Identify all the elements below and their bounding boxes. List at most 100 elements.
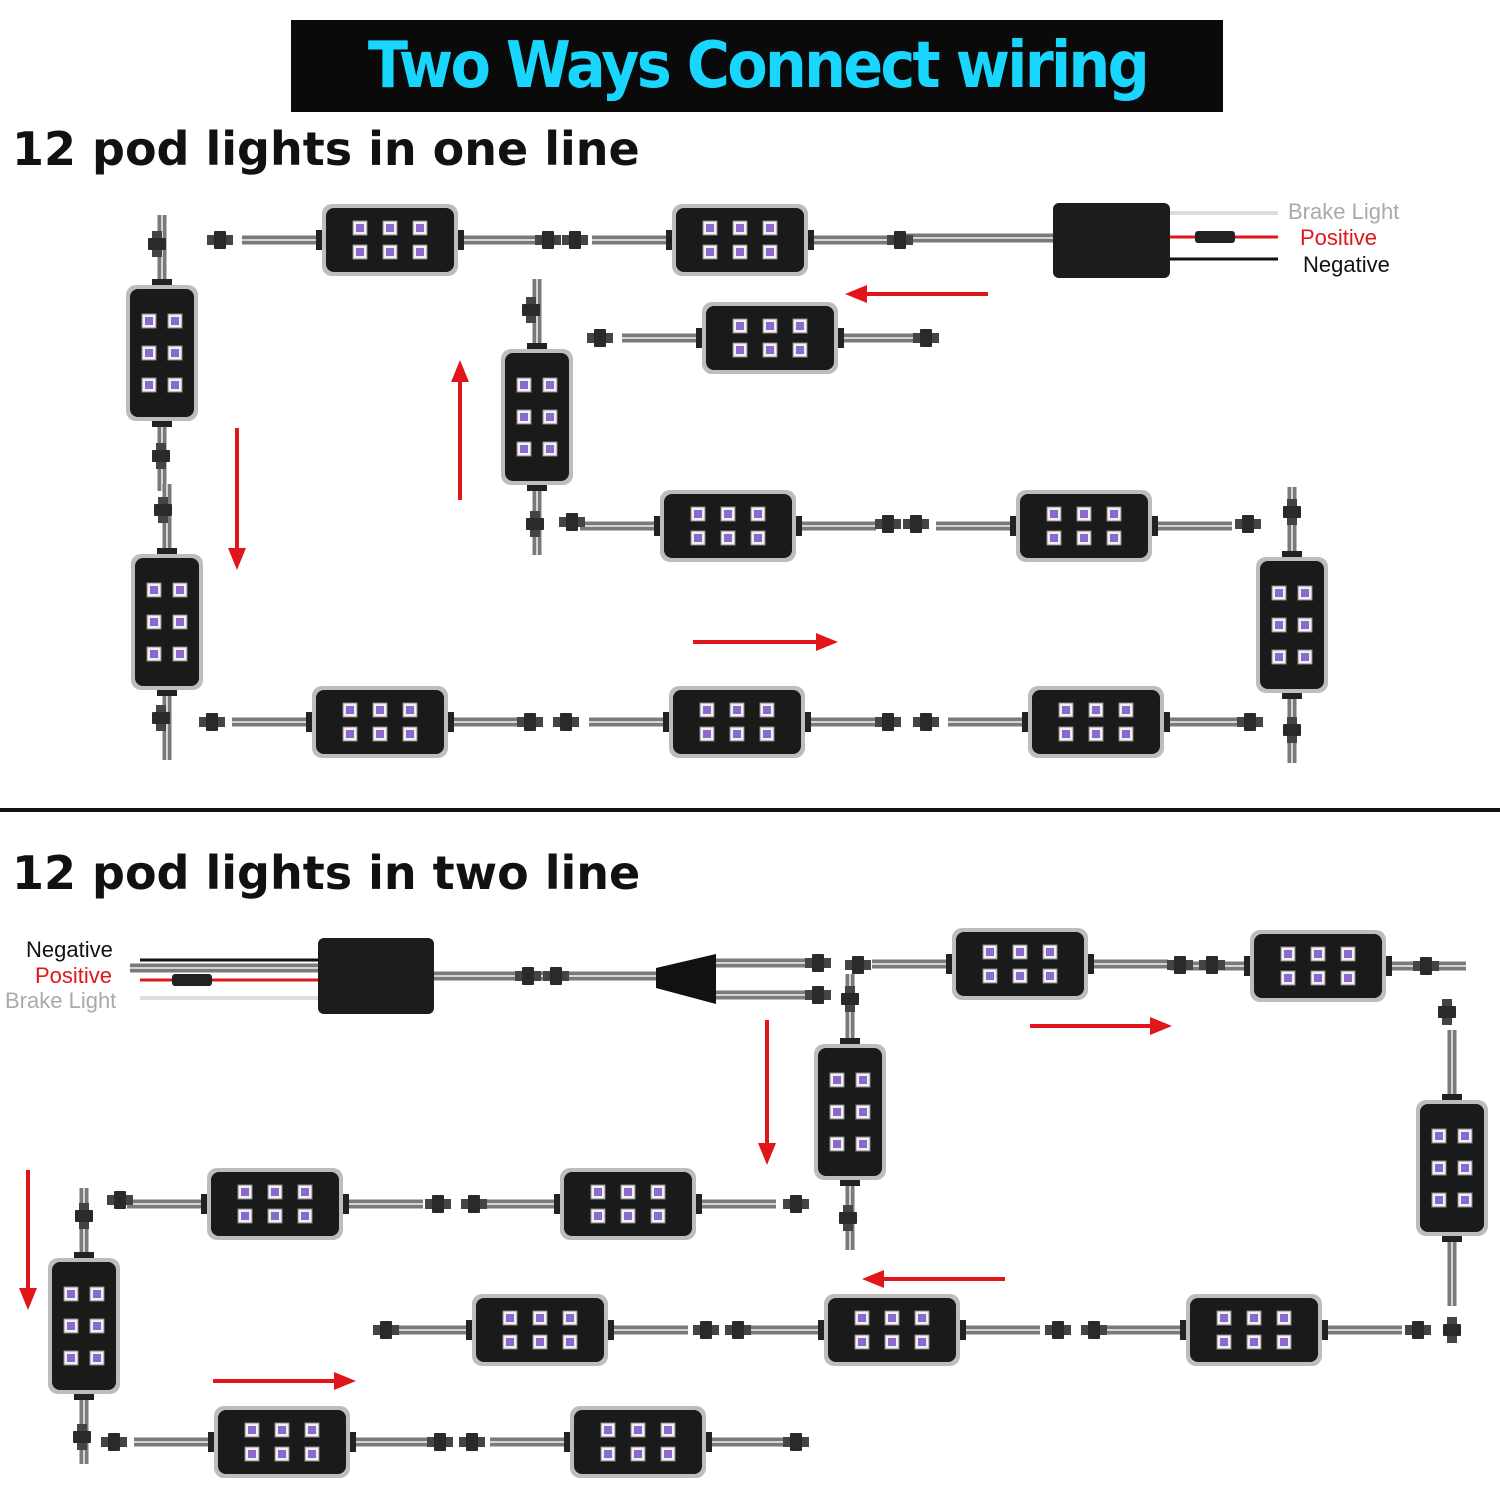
led-die <box>1122 706 1130 714</box>
led-die <box>664 1426 672 1434</box>
pod-body <box>706 306 834 370</box>
arrow-head <box>334 1372 356 1390</box>
connector-tab <box>1442 1018 1452 1025</box>
connector-tab <box>843 1224 853 1231</box>
flow-arrow-icon <box>1030 1017 1172 1035</box>
connector-tab <box>207 235 214 245</box>
arrow-head <box>845 285 867 303</box>
connector-tab <box>461 1199 468 1209</box>
connector-tab <box>156 705 166 712</box>
led-die <box>248 1450 256 1458</box>
connector-body <box>148 238 166 250</box>
led-die <box>736 224 744 232</box>
led-die <box>506 1314 514 1322</box>
connector-tab <box>218 717 225 727</box>
plug-connector-icon <box>373 1321 399 1339</box>
led-die <box>1280 1338 1288 1346</box>
connector-tab <box>425 1199 432 1209</box>
led-die <box>1435 1196 1443 1204</box>
pod-body <box>956 932 1084 996</box>
connector-tab <box>158 516 168 523</box>
led-die <box>171 381 179 389</box>
connector-tab <box>107 1195 114 1205</box>
plug-connector-icon <box>517 713 543 731</box>
pod-body <box>574 1410 702 1474</box>
led-die <box>176 650 184 658</box>
connector-body <box>108 1433 120 1451</box>
connector-body <box>812 986 824 1004</box>
connector-tab <box>572 717 579 727</box>
led-die <box>736 346 744 354</box>
led-die <box>918 1338 926 1346</box>
rgb-pod-light-icon <box>201 1168 349 1240</box>
connector-tab <box>79 1222 89 1229</box>
connector-tab <box>805 990 812 1000</box>
connector-tab <box>1100 1325 1107 1335</box>
led-die <box>1461 1164 1469 1172</box>
led-die <box>1122 730 1130 738</box>
flow-arrow-icon <box>845 285 988 303</box>
rgb-pod-light-icon <box>1022 686 1170 758</box>
connector-tab <box>1218 960 1225 970</box>
connector-tab <box>1413 961 1420 971</box>
led-die <box>506 1338 514 1346</box>
connector-tab <box>805 958 812 968</box>
label-negative-1: Negative <box>1303 252 1390 277</box>
controller-box-icon <box>1053 203 1170 278</box>
plug-connector-icon <box>207 231 233 249</box>
led-die <box>1062 730 1070 738</box>
led-die <box>833 1108 841 1116</box>
led-die <box>346 706 354 714</box>
connector-tab <box>1287 717 1297 724</box>
connector-body <box>542 231 554 249</box>
led-die <box>1046 948 1054 956</box>
flow-arrow-icon <box>693 633 838 651</box>
led-die <box>271 1188 279 1196</box>
connector-body <box>75 1210 93 1222</box>
rgb-pod-light-icon <box>208 1406 356 1478</box>
led-die <box>67 1354 75 1362</box>
connector-tab <box>1442 999 1452 1006</box>
led-die <box>176 618 184 626</box>
plug-connector-icon <box>839 1205 857 1231</box>
pod-body <box>130 289 194 417</box>
led-die <box>520 445 528 453</box>
led-die <box>986 972 994 980</box>
connector-tab <box>530 530 540 537</box>
led-die <box>1275 589 1283 597</box>
pod-body <box>1254 934 1382 998</box>
connector-tab <box>199 717 206 727</box>
connector-tab <box>845 1005 855 1012</box>
plug-connector-icon <box>526 511 544 537</box>
connector-body <box>882 515 894 533</box>
connector-body <box>1242 515 1254 533</box>
plug-connector-icon <box>522 297 540 323</box>
connector-tab <box>553 717 560 727</box>
connector-body <box>1088 1321 1100 1339</box>
connector-tab <box>156 443 166 450</box>
plug-connector-icon <box>1235 515 1261 533</box>
connector-body <box>1412 1321 1424 1339</box>
plug-connector-icon <box>553 713 579 731</box>
connector-body <box>550 967 562 985</box>
led-die <box>706 224 714 232</box>
connector-body <box>1283 724 1301 736</box>
component-layer <box>19 203 1488 1478</box>
led-die <box>145 349 153 357</box>
led-die <box>520 381 528 389</box>
connector-tab <box>530 511 540 518</box>
plug-connector-icon <box>559 513 585 531</box>
connector-tab <box>887 235 894 245</box>
arrow-head <box>19 1288 37 1310</box>
led-die <box>1092 706 1100 714</box>
plug-connector-icon <box>535 231 561 249</box>
connector-tab <box>783 1199 790 1209</box>
wire-layer <box>79 211 1466 1464</box>
connector-tab <box>783 1437 790 1447</box>
led-die <box>1435 1164 1443 1172</box>
connector-tab <box>802 1199 809 1209</box>
arrow-head <box>228 548 246 570</box>
led-die <box>546 413 554 421</box>
y-splitter-icon <box>656 954 716 1004</box>
plug-connector-icon <box>903 515 929 533</box>
